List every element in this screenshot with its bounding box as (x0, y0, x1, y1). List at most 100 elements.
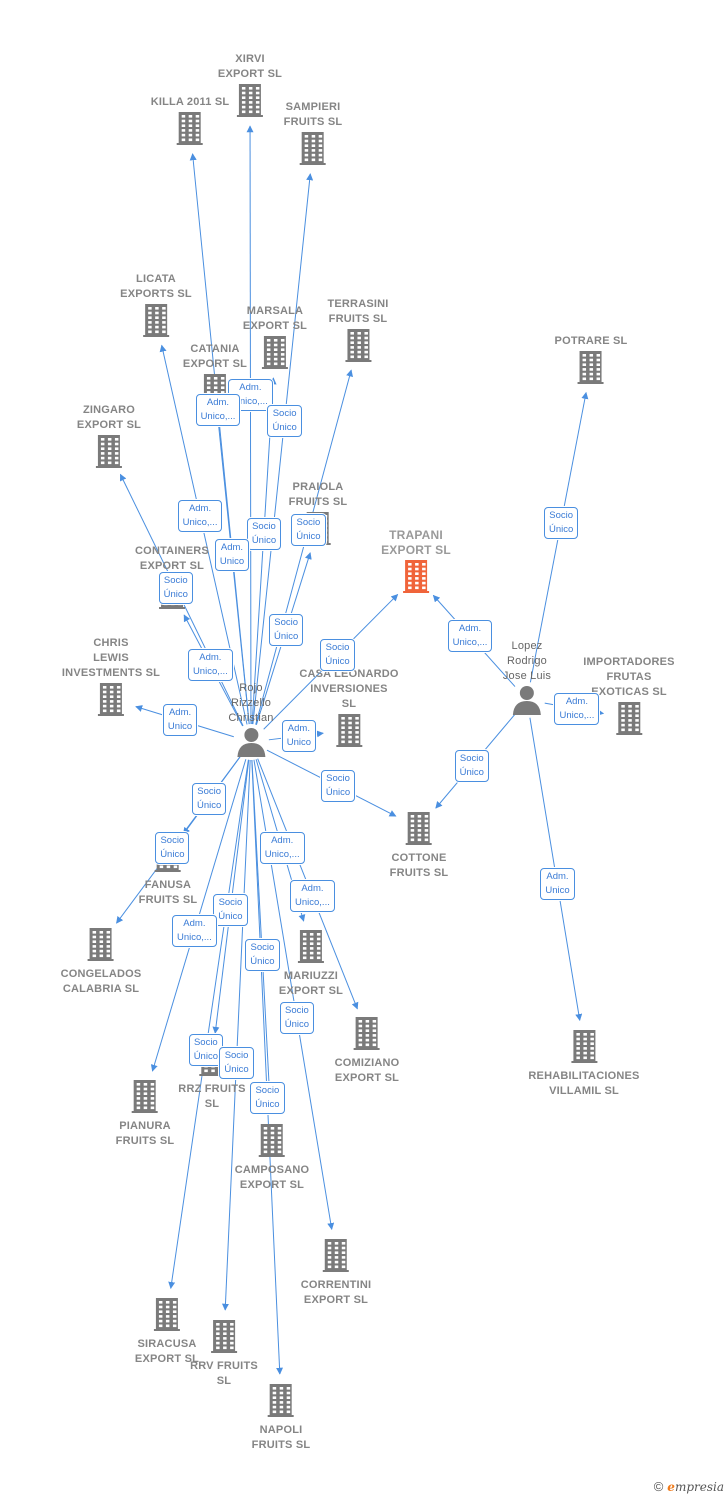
company-node-zingaro[interactable]: ZINGARO EXPORT SL (77, 403, 141, 474)
company-name[interactable]: PIANURA FRUITS SL (115, 1120, 175, 1147)
edge-label-trapani[interactable]: Adm. Unico,... (447, 620, 493, 653)
edge-label-potrare[interactable]: Socio Único (544, 506, 579, 539)
company-node-correntini[interactable]: CORRENTINI EXPORT SL (301, 1237, 371, 1308)
edge-label-zingaro[interactable]: Socio Único (158, 571, 193, 604)
edge-label-rrz[interactable]: Socio Único (213, 894, 248, 927)
person-node-lopez[interactable]: Lopez Rodrigo Jose Luis (503, 639, 551, 721)
company-name[interactable]: CONGELADOS CALABRIA SL (60, 968, 142, 995)
company-node-rehabilitaciones[interactable]: REHABILITACIONES VILLAMIL SL (528, 1028, 639, 1099)
edge-label-containers[interactable]: Adm. Unico,... (187, 648, 233, 681)
company-node-xirvi[interactable]: XIRVI EXPORT SL (218, 52, 282, 123)
company-node-rrv[interactable]: RRV FRUITS SL (190, 1318, 258, 1389)
company-node-importadores[interactable]: IMPORTADORES FRUTAS EXOTICAS SL (583, 655, 675, 741)
edge-label-comiziano[interactable]: Adm. Unico,... (290, 880, 335, 913)
company-node-potrare[interactable]: POTRARE SL (555, 334, 628, 390)
company-node-congelados[interactable]: CONGELADOS CALABRIA SL (61, 926, 142, 997)
edge-label-licata[interactable]: Adm. Unico,... (177, 499, 223, 532)
company-name[interactable]: TERRASINI FRUITS SL (327, 298, 389, 325)
edge-label-xirvi[interactable]: Adm. Unico,... (227, 379, 273, 412)
edge-label-chris[interactable]: Adm. Unico (162, 704, 198, 737)
edge-label-killa[interactable]: Adm. Unico,... (195, 394, 241, 427)
company-node-napoli[interactable]: NAPOLI FRUITS SL (252, 1382, 311, 1453)
company-name[interactable]: PRAIOLA FRUITS SL (288, 481, 348, 508)
company-node-terrasini[interactable]: TERRASINI FRUITS SL (327, 297, 388, 368)
edge-label-terrasini[interactable]: Socio Único (291, 513, 326, 546)
edge-label-rrv[interactable]: Socio Único (219, 1046, 254, 1079)
building-icon (390, 810, 449, 851)
company-node-pianura[interactable]: PIANURA FRUITS SL (116, 1078, 175, 1149)
company-name[interactable]: NAPOLI FRUITS SL (251, 1424, 311, 1451)
building-icon (120, 302, 192, 343)
company-name[interactable]: KILLA 2011 SL (150, 96, 230, 108)
edge-rojo-siracusa (168, 759, 249, 1289)
edge-label-catania[interactable]: Adm. Unico (214, 538, 250, 571)
edge-label-napoli[interactable]: Socio Único (250, 1081, 285, 1114)
edge-rojo-camposano (251, 759, 274, 1115)
company-node-licata[interactable]: LICATA EXPORTS SL (120, 272, 192, 343)
company-name[interactable]: IMPORTADORES FRUTAS EXOTICAS SL (583, 656, 675, 698)
building-icon (252, 1382, 311, 1423)
person-name[interactable]: Lopez Rodrigo Jose Luis (502, 640, 552, 682)
person-node-rojo[interactable]: Rojo Rizzello Christian (228, 681, 273, 763)
building-icon (301, 1237, 371, 1278)
building-icon (243, 334, 307, 375)
edge-label-praiola[interactable]: Socio Único (268, 614, 304, 647)
company-node-mariuzzi[interactable]: MARIUZZI EXPORT SL (279, 928, 343, 999)
edge-label-trapani[interactable]: Socio Único (320, 639, 355, 672)
building-icon (528, 1028, 639, 1069)
edge-label-marsala[interactable]: Socio Único (246, 517, 282, 550)
company-name[interactable]: TRAPANI EXPORT SL (381, 528, 451, 557)
company-name[interactable]: LICATA EXPORTS SL (120, 273, 192, 300)
company-node-killa[interactable]: KILLA 2011 SL (151, 95, 230, 151)
person-name[interactable]: Rojo Rizzello Christian (228, 682, 274, 724)
company-name[interactable]: CONTAINERS EXPORT SL (135, 545, 209, 572)
copyright-icon: © (653, 1479, 664, 1494)
edge-label-siracusa[interactable]: Socio Único (188, 1034, 223, 1067)
edge-label-leonardo[interactable]: Adm. Unico (281, 720, 317, 753)
company-node-camposano[interactable]: CAMPOSANO EXPORT SL (235, 1122, 310, 1193)
company-name[interactable]: ZINGARO EXPORT SL (76, 404, 142, 431)
company-name[interactable]: MARIUZZI EXPORT SL (278, 970, 344, 997)
edge-label-congelados[interactable]: Socio Único (155, 832, 190, 865)
building-icon (299, 712, 398, 753)
edge-label-correntini[interactable]: Socio Único (279, 1002, 315, 1035)
company-name[interactable]: FANUSA FRUITS SL (138, 879, 198, 906)
building-icon (335, 1015, 400, 1056)
company-node-marsala[interactable]: MARSALA EXPORT SL (243, 304, 307, 375)
company-node-trapani[interactable]: TRAPANI EXPORT SL (381, 528, 451, 599)
company-name[interactable]: CAMPOSANO EXPORT SL (234, 1164, 310, 1191)
building-icon (583, 700, 674, 741)
edge-label-sampieri[interactable]: Socio Único (267, 405, 302, 438)
company-node-cottone[interactable]: COTTONE FRUITS SL (390, 810, 449, 881)
edge-label-pianura[interactable]: Adm. Unico,... (171, 914, 217, 947)
footer-brand[interactable]: ©empresia (654, 1479, 724, 1494)
edge-label-cottone[interactable]: Socio Único (454, 749, 489, 782)
company-name[interactable]: RRV FRUITS SL (190, 1360, 258, 1387)
edge-label-mariuzzi[interactable]: Adm. Unico,... (259, 832, 305, 865)
company-name[interactable]: SIRACUSA EXPORT SL (134, 1338, 200, 1365)
edge-label-fanusa[interactable]: Socio Único (192, 783, 227, 816)
company-node-comiziano[interactable]: COMIZIANO EXPORT SL (335, 1015, 400, 1086)
company-name[interactable]: POTRARE SL (554, 335, 628, 347)
company-name[interactable]: COMIZIANO EXPORT SL (334, 1057, 400, 1084)
company-name[interactable]: CORRENTINI EXPORT SL (300, 1279, 372, 1306)
company-name[interactable]: RRZ FRUITS SL (178, 1083, 246, 1110)
edge-label-camposano[interactable]: Socio Único (245, 938, 280, 971)
company-name[interactable]: SAMPIERI FRUITS SL (283, 101, 343, 128)
building-icon (279, 928, 343, 969)
company-name[interactable]: MARSALA EXPORT SL (242, 305, 308, 332)
company-node-chris[interactable]: CHRIS LEWIS INVESTMENTS SL (62, 636, 160, 722)
edge-label-importadores[interactable]: Adm. Unico,... (554, 692, 600, 725)
edge-label-cottone[interactable]: Socio Único (320, 770, 356, 803)
company-node-sampieri[interactable]: SAMPIERI FRUITS SL (284, 100, 343, 171)
building-icon (381, 558, 451, 599)
company-name[interactable]: XIRVI EXPORT SL (217, 53, 283, 80)
company-name[interactable]: CHRIS LEWIS INVESTMENTS SL (61, 637, 161, 679)
company-name[interactable]: CATANIA EXPORT SL (182, 343, 248, 370)
building-icon (151, 110, 230, 151)
company-node-siracusa[interactable]: SIRACUSA EXPORT SL (135, 1296, 199, 1367)
company-name[interactable]: COTTONE FRUITS SL (389, 852, 449, 879)
company-name[interactable]: REHABILITACIONES VILLAMIL SL (528, 1070, 640, 1097)
company-name[interactable]: CASA LEONARDO INVERSIONES SL (299, 668, 399, 710)
edge-label-rehabilitaciones[interactable]: Adm. Unico (540, 868, 575, 901)
